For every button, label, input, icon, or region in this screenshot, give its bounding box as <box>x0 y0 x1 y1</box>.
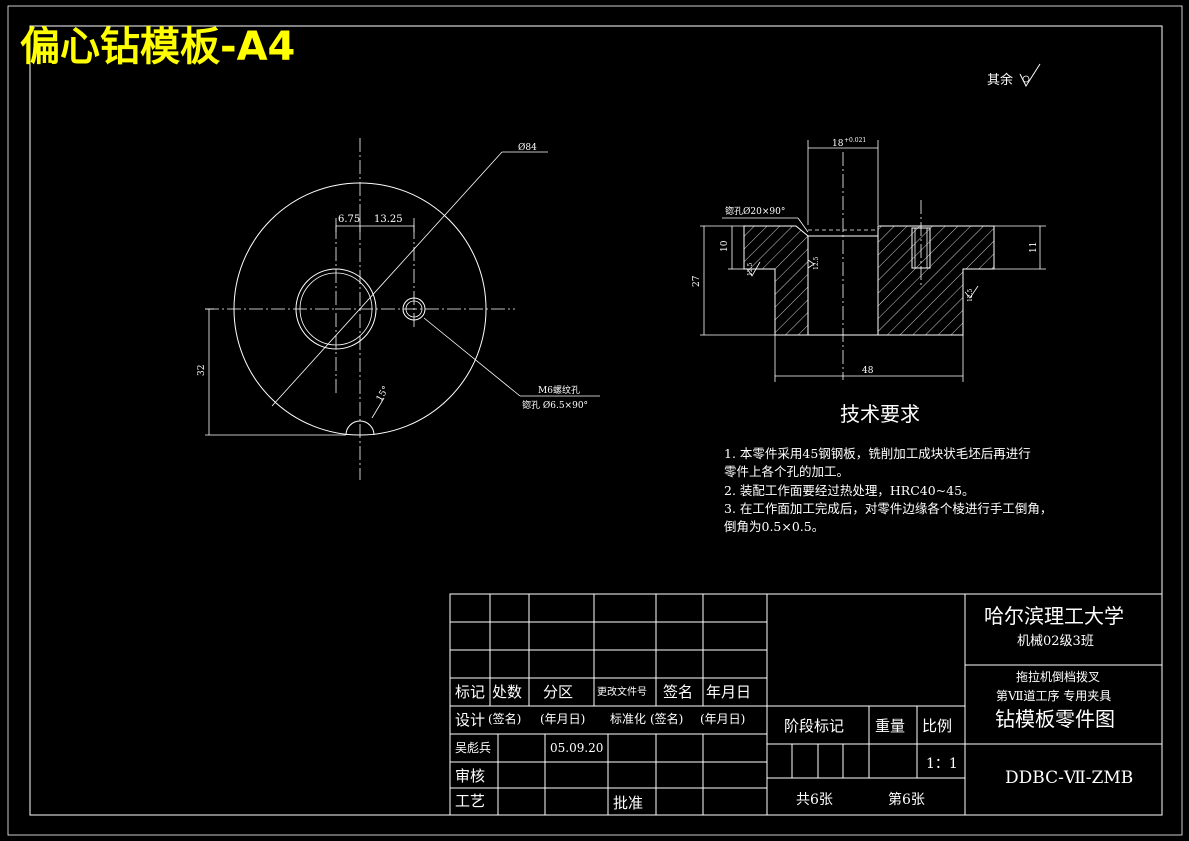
tb-total: 共6张 <box>796 792 833 808</box>
dim-top-tol: +0.021 <box>844 137 866 144</box>
note-csk-small: 锪孔 Ø6.5×90° <box>522 399 588 411</box>
dim-27: 27 <box>692 275 702 287</box>
dim-top: 18 <box>832 139 844 149</box>
dim-11: 11 <box>1029 242 1039 253</box>
surface-note-label: 其余 <box>987 72 1013 88</box>
tb-design: 设计 <box>455 711 485 729</box>
tb-drawing-name: 钻模板零件图 <box>995 707 1115 731</box>
tb-date-paren-2: (年月日) <box>700 712 745 726</box>
tb-review: 审核 <box>455 767 485 785</box>
tb-stage: 阶段标记 <box>784 717 844 735</box>
section-view: 18 +0.021 锪孔Ø20×90° 10 27 11 <box>692 137 1046 382</box>
tb-weight: 重量 <box>875 717 905 735</box>
tech-line-5: 倒角为0.5×0.5。 <box>724 519 824 534</box>
outer-frame <box>7 5 1183 836</box>
tb-designer: 吴彪兵 <box>455 741 491 755</box>
tb-scale-value: 1：1 <box>926 756 958 772</box>
roughness-symbol-icon <box>1019 63 1041 88</box>
tb-scale: 比例 <box>922 717 952 735</box>
section-left-hatch <box>743 225 809 336</box>
tb-process: 工艺 <box>455 792 485 810</box>
tb-sheet-no: 第6张 <box>888 791 925 808</box>
tb-class: 机械02级3班 <box>1017 634 1094 649</box>
tb-school: 哈尔滨理工大学 <box>984 604 1124 628</box>
section-right-hatch <box>877 225 995 336</box>
tb-sign: 签名 <box>663 683 693 701</box>
rough-1: 12.5 <box>747 262 754 276</box>
tb-sign-paren-2: (签名) <box>650 711 683 726</box>
tb-sign-paren: (签名) <box>488 711 521 726</box>
dim-10: 10 <box>720 240 730 252</box>
bottom-notch <box>345 420 375 436</box>
tb-approve: 批准 <box>613 794 643 812</box>
tech-line-3: 2. 装配工作面要经过热处理，HRC40~45。 <box>724 483 975 498</box>
tb-count: 处数 <box>492 683 522 701</box>
tb-mark: 标记 <box>455 683 485 701</box>
rough-2: 12.5 <box>813 256 820 270</box>
rough-3: 12.5 <box>967 288 974 302</box>
dim-offset-b: 13.25 <box>374 214 403 225</box>
tb-drawing-no: DDBC-Ⅶ-ZMB <box>1005 768 1133 788</box>
dim-height: 32 <box>197 365 207 376</box>
inner-frame <box>29 25 1163 816</box>
tb-design-date: 05.09.20 <box>550 741 603 755</box>
tb-part-line-2: 第Ⅶ道工序 专用夹具 <box>996 688 1111 703</box>
tb-zone: 分区 <box>543 683 573 701</box>
tb-date: 年月日 <box>706 683 751 701</box>
note-thread: M6螺纹孔 <box>538 384 580 396</box>
tech-line-4: 3. 在工作面加工完成后，对零件边缘各个棱进行手工倒角， <box>724 501 1052 516</box>
surface-finish-note: 其余 <box>987 63 1041 88</box>
dim-48: 48 <box>862 366 874 376</box>
tech-line-2: 零件上各个孔的加工。 <box>724 464 849 479</box>
tb-docno: 更改文件号 <box>597 685 647 698</box>
dim-offset-a: 6.75 <box>338 214 360 225</box>
dim-diameter: Ø84 <box>518 142 537 153</box>
tb-standard: 标准化 <box>610 712 646 726</box>
note-csk-large: 锪孔Ø20×90° <box>725 205 785 217</box>
tech-requirements: 技术要求 1. 本零件采用45钢钢板，铣削加工成块状毛坯后再进行 零件上各个孔的… <box>724 402 1052 534</box>
tech-line-1: 1. 本零件采用45钢钢板，铣削加工成块状毛坯后再进行 <box>724 446 1031 461</box>
front-view: Ø84 6.75 13.25 32 15° M6螺纹孔 锪孔 Ø6.5×90° <box>197 138 600 480</box>
title-block: 标记 处数 分区 更改文件号 签名 年月日 设计 (签名) (年月日) 标准化 … <box>449 593 1163 816</box>
tech-title: 技术要求 <box>840 402 920 426</box>
dim-angle: 15° <box>375 385 392 404</box>
tb-part-line-1: 拖拉机倒档拨叉 <box>1016 669 1100 684</box>
tb-date-paren: (年月日) <box>540 712 585 726</box>
sheet-title: 偏心钻模板-A4 <box>20 24 295 70</box>
